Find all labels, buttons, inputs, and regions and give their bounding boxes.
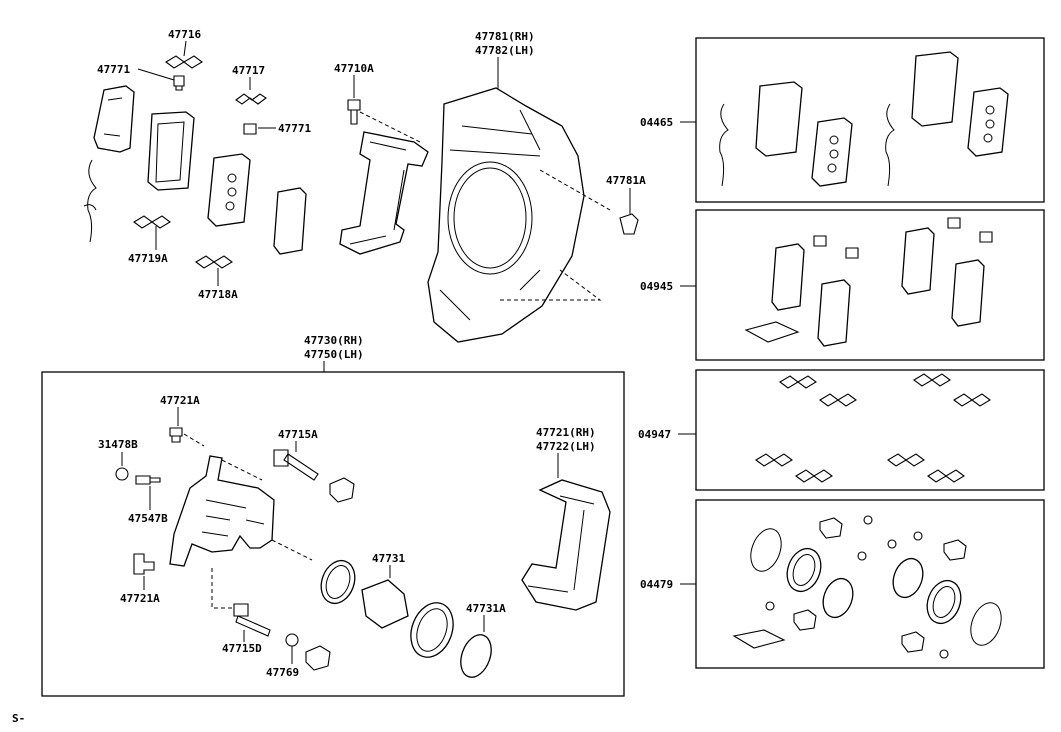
bolt-47781A[interactable] [619,213,639,235]
label-47781-rh[interactable]: 47781(RH) [475,30,535,43]
label-47771-b[interactable]: 47771 [278,122,311,135]
kit-label-04947[interactable]: 04947 [638,428,671,441]
cap-31478B[interactable] [115,467,129,481]
kit-04465-contents[interactable] [719,51,1009,187]
label-47721A-top[interactable]: 47721A [160,394,200,407]
kit-04479-contents[interactable] [732,515,1007,659]
brake-pad-outer[interactable] [207,153,251,227]
kit-box-04479 [695,499,1045,669]
label-47782-lh[interactable]: 47782(LH) [475,44,535,57]
label-47721A-bottom[interactable]: 47721A [120,592,160,605]
slide-bush-boot-upper[interactable] [329,477,355,503]
kit-label-04465[interactable]: 04465 [640,116,673,129]
clip-47719A[interactable] [133,215,171,229]
bleeder-plug-47721A-top[interactable] [169,427,183,443]
disc-brake-cylinder-mounting[interactable] [339,131,429,255]
caliper-group: 47721A 31478B 47547B 47721A 47715A 47731… [98,394,611,682]
caliper-assembly-box [41,371,625,697]
clip-47717[interactable] [235,93,267,105]
label-47731A[interactable]: 47731A [466,602,506,615]
bushing-47769[interactable] [285,633,299,647]
clip-47716[interactable] [165,55,203,69]
label-47716[interactable]: 47716 [168,28,201,41]
label-47715A[interactable]: 47715A [278,428,318,441]
shim-clip-47771-a[interactable] [173,75,185,91]
label-31478B[interactable]: 31478B [98,438,138,451]
bleeder-plug-47721A-bottom[interactable] [133,553,155,575]
footer-mark: S- [12,712,25,725]
brake-pad-inner[interactable] [147,111,195,191]
anti-squeal-shim-left[interactable] [93,85,135,153]
cylinder-assembly-body[interactable] [169,455,275,567]
label-47731[interactable]: 47731 [372,552,405,565]
bleeder-screw-47547B[interactable] [135,475,161,485]
kit-box-04465 [695,37,1045,203]
slide-pin-47715A[interactable] [273,449,319,481]
cylinder-boot[interactable] [404,597,461,663]
cylinder-piston[interactable] [361,579,409,629]
slide-pin-47715D[interactable] [233,603,271,637]
piston-seal[interactable] [315,556,360,608]
label-47719A[interactable]: 47719A [128,252,168,265]
slide-bush-boot-lower[interactable] [305,645,331,671]
label-47750-lh[interactable]: 47750(LH) [304,348,364,361]
label-47715D[interactable]: 47715D [222,642,262,655]
kit-label-04479[interactable]: 04479 [640,578,673,591]
label-47710A[interactable]: 47710A [334,62,374,75]
clip-47718A[interactable] [195,255,233,269]
bolt-47710A[interactable] [347,99,361,125]
caliper-mounting-bracket[interactable] [521,479,611,611]
label-47769[interactable]: 47769 [266,666,299,679]
kit-04945-contents[interactable] [744,217,993,347]
label-47771-a[interactable]: 47771 [97,63,130,76]
kit-box-04945 [695,209,1045,361]
label-47547B[interactable]: 47547B [128,512,168,525]
wire-spring[interactable] [87,159,97,243]
set-ring[interactable] [455,631,496,682]
shim-clip-47771-b[interactable] [243,123,257,135]
pad-hardware-group: 47716 47771 47717 47771 47719A 47718A [83,28,311,301]
anti-squeal-shim-right[interactable] [273,187,307,255]
label-47721-rh[interactable]: 47721(RH) [536,426,596,439]
label-47781A[interactable]: 47781A [606,174,646,187]
label-47717[interactable]: 47717 [232,64,265,77]
label-47722-lh[interactable]: 47722(LH) [536,440,596,453]
disc-brake-dust-cover[interactable] [427,87,585,343]
bracket-cover-group: 47710A 47781(RH) 47782(LH) 47781A [334,30,646,343]
label-47718A[interactable]: 47718A [198,288,238,301]
kit-label-04945[interactable]: 04945 [640,280,673,293]
label-47730-rh[interactable]: 47730(RH) [304,334,364,347]
kit-box-04947 [695,369,1045,491]
kit-04947-contents[interactable] [755,373,991,483]
